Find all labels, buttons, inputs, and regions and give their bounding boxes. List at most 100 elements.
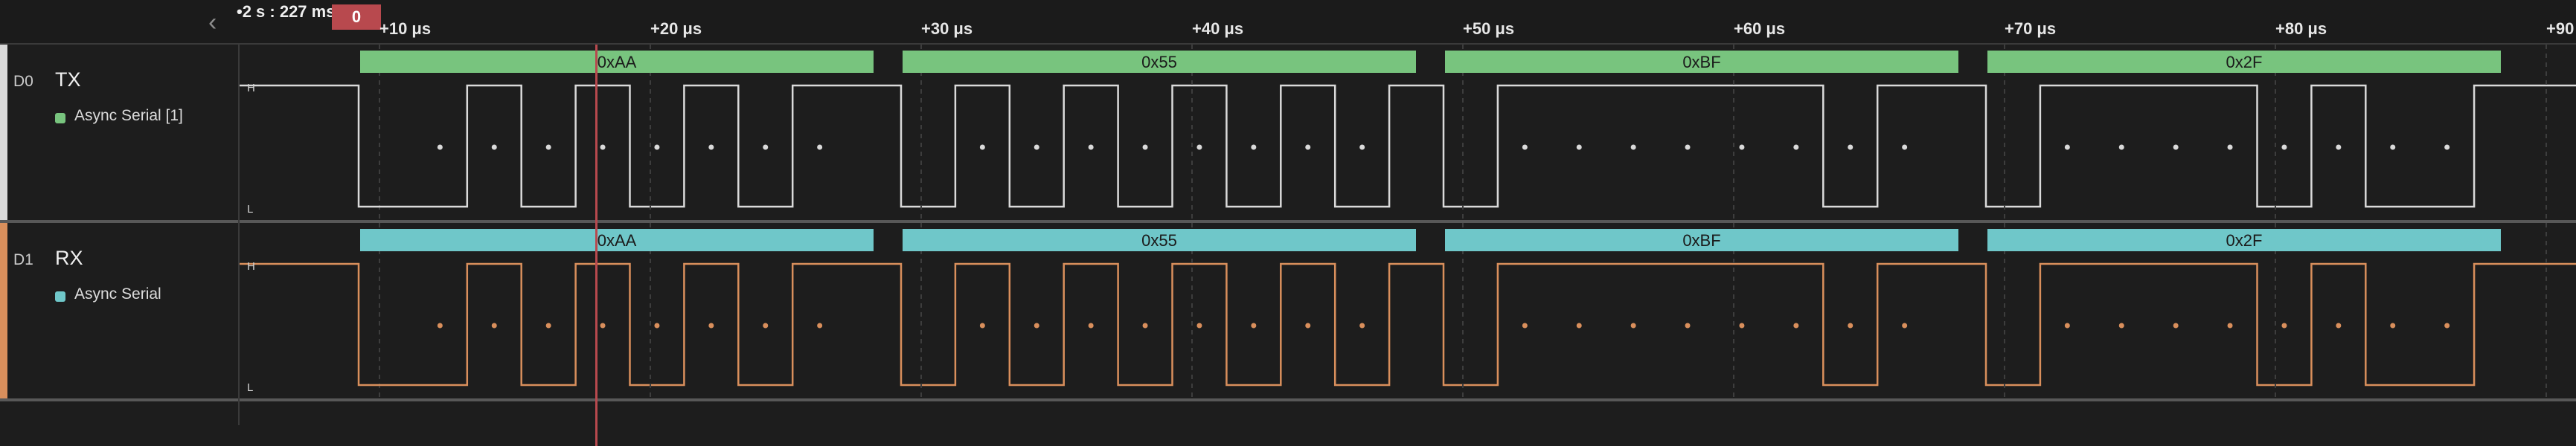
bit-sample-dot — [600, 323, 606, 329]
bit-sample-dot — [708, 144, 714, 150]
bit-sample-dot — [1305, 144, 1311, 150]
bit-sample-dot — [1902, 323, 1908, 329]
decoded-byte-label: 0x2F — [2226, 53, 2263, 71]
decoded-byte-label: 0x55 — [1141, 231, 1177, 250]
decoded-frame[interactable] — [903, 51, 1416, 73]
time-tick-label: +90 — [2546, 19, 2575, 38]
channel-d0[interactable]: D0 TX Async Serial [1] — [0, 45, 238, 223]
bit-sample-dot — [2173, 144, 2179, 150]
time-tick-label: +10 μs — [379, 19, 432, 38]
bit-sample-dot — [1034, 144, 1039, 150]
time-tick-label: +30 μs — [921, 19, 973, 38]
bit-sample-dot — [1142, 144, 1148, 150]
analyzer-color-dot — [55, 291, 65, 302]
bit-sample-dot — [1630, 323, 1636, 329]
decoded-frame[interactable] — [360, 51, 874, 73]
bit-sample-dot — [545, 323, 551, 329]
bit-sample-dot — [654, 323, 660, 329]
bit-sample-dot — [2064, 144, 2070, 150]
decoded-frame[interactable] — [1445, 229, 1958, 251]
decoded-byte-label: 0x55 — [1141, 53, 1177, 71]
analyzer-color-dot — [55, 113, 65, 123]
bit-sample-dot — [979, 323, 985, 329]
bit-sample-dot — [2390, 144, 2396, 150]
bit-sample-dot — [1088, 323, 1094, 329]
bit-sample-dot — [2118, 323, 2124, 329]
bit-sample-dot — [1630, 144, 1636, 150]
channel-color-strip — [0, 223, 7, 398]
channel-name: RX — [55, 247, 83, 269]
bit-sample-dot — [1576, 323, 1582, 329]
decoded-frame[interactable] — [1987, 51, 2501, 73]
analyzer-label[interactable]: Async Serial — [74, 285, 161, 303]
bit-sample-dot — [2390, 323, 2396, 329]
bit-sample-dot — [1522, 144, 1528, 150]
decoded-byte-label: 0xBF — [1682, 231, 1720, 250]
signal-trace — [240, 84, 2576, 208]
bit-sample-dot — [1576, 144, 1582, 150]
bit-sample-dot — [1196, 144, 1202, 150]
bit-sample-dot — [1793, 323, 1799, 329]
bit-sample-dot — [979, 144, 985, 150]
cursor-marker[interactable]: 0 — [332, 4, 381, 30]
bit-sample-dot — [600, 144, 606, 150]
bit-sample-dot — [1359, 323, 1365, 329]
bit-sample-dot — [2064, 323, 2070, 329]
time-tick-label: +20 μs — [650, 19, 702, 38]
channel-divider — [240, 398, 2576, 401]
bit-sample-dot — [654, 144, 660, 150]
bit-sample-dot — [491, 323, 497, 329]
signal-trace — [240, 262, 2576, 387]
bit-sample-dot — [437, 144, 443, 150]
level-high-label: H — [247, 260, 255, 273]
bit-sample-dot — [491, 144, 497, 150]
timeline-header: ‹ •2 s : 227 ms 70 μs 0 +10 μs+20 μs+30 … — [0, 0, 2576, 45]
bit-sample-dot — [1142, 323, 1148, 329]
bit-sample-dot — [2173, 323, 2179, 329]
bit-sample-dot — [1251, 323, 1257, 329]
bit-sample-dot — [2444, 144, 2450, 150]
time-tick-label: +70 μs — [2005, 19, 2057, 38]
bit-sample-dot — [2444, 323, 2450, 329]
bit-sample-dot — [1359, 144, 1365, 150]
bit-sample-dot — [437, 323, 443, 329]
decoded-frame[interactable] — [903, 229, 1416, 251]
level-high-label: H — [247, 82, 255, 94]
chevron-left-icon[interactable]: ‹ — [208, 8, 217, 36]
decoded-frame[interactable] — [360, 229, 874, 251]
bit-sample-dot — [1739, 323, 1745, 329]
bit-sample-dot — [1739, 144, 1745, 150]
bit-sample-dot — [1522, 323, 1528, 329]
bit-sample-dot — [763, 323, 769, 329]
time-tick-label: +50 μs — [1463, 19, 1515, 38]
decoded-frame[interactable] — [1445, 51, 1958, 73]
channel-divider — [240, 220, 2576, 223]
bit-sample-dot — [2281, 144, 2287, 150]
bit-sample-dot — [1685, 323, 1691, 329]
bit-sample-dot — [2336, 144, 2342, 150]
channel-sidebar: D0 TX Async Serial [1] D1 RX Async Seria… — [0, 45, 240, 425]
bit-sample-dot — [2227, 323, 2233, 329]
bit-sample-dot — [1034, 323, 1039, 329]
bit-sample-dot — [1793, 144, 1799, 150]
time-cursor-line[interactable] — [595, 45, 597, 446]
bit-sample-dot — [2336, 323, 2342, 329]
channel-d1[interactable]: D1 RX Async Serial — [0, 223, 238, 401]
level-low-label: L — [247, 203, 253, 216]
decoded-frame[interactable] — [1987, 229, 2501, 251]
decoded-byte-label: 0x2F — [2226, 231, 2263, 250]
bit-sample-dot — [545, 144, 551, 150]
bit-sample-dot — [708, 323, 714, 329]
bit-sample-dot — [1848, 323, 1853, 329]
bit-sample-dot — [2281, 323, 2287, 329]
decoded-byte-label: 0xAA — [597, 53, 637, 71]
bit-sample-dot — [1088, 144, 1094, 150]
bit-sample-dot — [1196, 323, 1202, 329]
channel-color-strip — [0, 45, 7, 220]
analyzer-label[interactable]: Async Serial [1] — [74, 107, 183, 124]
decoded-byte-label: 0xBF — [1682, 53, 1720, 71]
time-tick-label: +40 μs — [1192, 19, 1244, 38]
bit-sample-dot — [1902, 144, 1908, 150]
